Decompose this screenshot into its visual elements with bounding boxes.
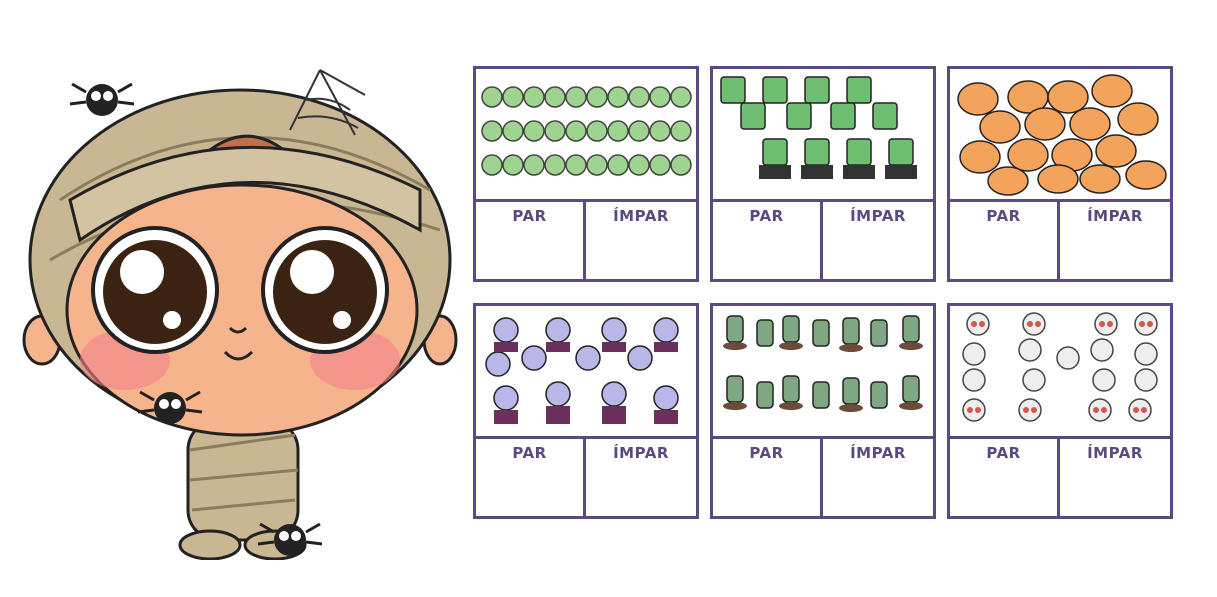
vampires-group: [485, 317, 679, 424]
par-label: PAR: [749, 207, 784, 225]
impar-label: ÍMPAR: [850, 444, 906, 462]
counting-card-zombie-hands: PAR ÍMPAR: [710, 303, 936, 519]
spider-icon: [137, 390, 203, 424]
par-box: PAR: [950, 439, 1060, 516]
par-box: PAR: [476, 439, 586, 516]
impar-label: ÍMPAR: [1087, 444, 1143, 462]
card-picture: [713, 69, 933, 202]
par-label: PAR: [986, 207, 1021, 225]
impar-label: ÍMPAR: [613, 444, 669, 462]
par-box: PAR: [713, 202, 823, 279]
spider-icon: [69, 82, 135, 116]
right-eye: [261, 226, 389, 354]
impar-label: ÍMPAR: [850, 207, 906, 225]
par-label: PAR: [512, 207, 547, 225]
card-picture: [950, 69, 1170, 202]
mummy-head: [28, 69, 452, 437]
pumpkins-group: [957, 74, 1167, 196]
card-picture: [950, 306, 1170, 439]
mummy-character-illustration: [22, 69, 458, 560]
card-picture: [476, 69, 696, 202]
par-label: PAR: [512, 444, 547, 462]
potion-bottles-group: [481, 86, 692, 176]
par-label: PAR: [749, 444, 784, 462]
impar-box: ÍMPAR: [586, 202, 696, 279]
card-picture: [476, 306, 696, 439]
card-picture: [713, 306, 933, 439]
impar-box: ÍMPAR: [823, 202, 933, 279]
skeletons-group: [962, 312, 1158, 422]
impar-label: ÍMPAR: [1087, 207, 1143, 225]
counting-card-skeletons: PAR ÍMPAR: [947, 303, 1173, 519]
spider-icon: [257, 522, 323, 556]
impar-box: ÍMPAR: [1060, 439, 1170, 516]
zombie-hands-group: [723, 315, 923, 412]
par-box: PAR: [950, 202, 1060, 279]
frankenstein-group: [720, 76, 917, 179]
left-eye: [91, 226, 219, 354]
impar-box: ÍMPAR: [1060, 202, 1170, 279]
par-box: PAR: [476, 202, 586, 279]
impar-box: ÍMPAR: [823, 439, 933, 516]
counting-card-frankenstein: PAR ÍMPAR: [710, 66, 936, 282]
counting-card-pumpkins: PAR ÍMPAR: [947, 66, 1173, 282]
par-label: PAR: [986, 444, 1021, 462]
impar-label: ÍMPAR: [613, 207, 669, 225]
impar-box: ÍMPAR: [586, 439, 696, 516]
counting-card-potions: PAR ÍMPAR: [473, 66, 699, 282]
cobweb-icon: [289, 69, 366, 136]
counting-card-vampires: PAR ÍMPAR: [473, 303, 699, 519]
par-box: PAR: [713, 439, 823, 516]
